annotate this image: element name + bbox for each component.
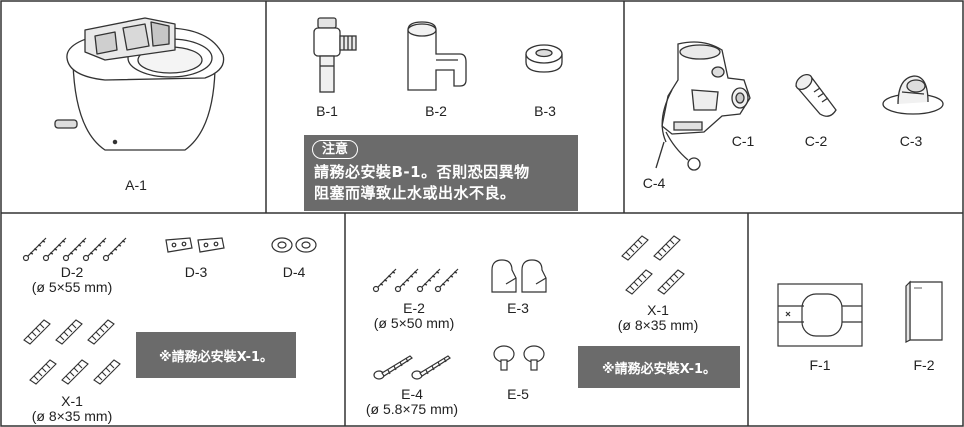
notice-line-1: 請務必安裝B-1。否則恐因異物 (314, 163, 530, 181)
part-size-e2: (ø 5×50 mm) (373, 315, 455, 331)
chain-c4-illustration (655, 131, 701, 171)
bolts-e5-illustration (493, 345, 545, 371)
part-label-d3: D-3 (184, 264, 208, 280)
notice-tag: 注意 (312, 140, 359, 159)
part-label-x1-left: X-1 (61, 393, 83, 409)
part-label-c2: C-2 (804, 133, 828, 149)
part-label-c3: C-3 (899, 133, 923, 149)
anchors-x1-right-illustration (621, 235, 685, 295)
part-size-e4: (ø 5.8×75 mm) (365, 401, 459, 417)
notice-text: 請務必安裝B-1。否則恐因異物 阻塞而導致止水或出水不良。 (314, 162, 530, 204)
cylinder-c2-illustration (795, 73, 837, 117)
caps-e3-illustration (491, 259, 547, 293)
part-label-c1: C-1 (731, 133, 755, 149)
part-label-e2: E-2 (403, 300, 425, 316)
part-label-e5: E-5 (507, 386, 529, 402)
part-size-x1-left: (ø 8×35 mm) (31, 408, 113, 424)
part-label-x1-right: X-1 (647, 302, 669, 318)
part-label-d4: D-4 (282, 264, 306, 280)
brackets-d3-illustration (165, 237, 225, 253)
notice-box: 注意 請務必安裝B-1。否則恐因異物 阻塞而導致止水或出水不良。 (304, 135, 578, 211)
anchors-x1-left-illustration (23, 319, 121, 385)
part-label-f1: F-1 (809, 357, 831, 373)
part-size-d2: (ø 5×55 mm) (31, 279, 113, 295)
part-label-b1: B-1 (316, 103, 338, 119)
part-label-a1: A-1 (125, 177, 147, 193)
flush-valve-c1-illustration (661, 41, 751, 143)
part-label-f2: F-2 (913, 357, 935, 373)
part-label-e3: E-3 (507, 300, 529, 316)
screws-d2-illustration (22, 237, 127, 262)
part-label-b2: B-2 (425, 103, 447, 119)
warning-box-left: ※請務必安裝X-1。 (136, 332, 296, 378)
part-label-e4: E-4 (401, 386, 423, 402)
warning-box-right: ※請務必安裝X-1。 (578, 346, 740, 388)
seal-c3-illustration (882, 75, 944, 115)
screws-e2-illustration (372, 268, 459, 293)
cover-b2-illustration (407, 21, 467, 91)
template-f1-illustration (777, 283, 863, 347)
notice-line-2: 阻塞而導致止水或出水不良。 (314, 184, 516, 202)
part-size-x1-right: (ø 8×35 mm) (617, 317, 699, 333)
toilet-body-illustration (54, 17, 225, 151)
part-label-b3: B-3 (534, 103, 556, 119)
washer-b3-illustration (525, 44, 563, 73)
manual-f2-illustration (905, 280, 943, 343)
part-label-c4: C-4 (642, 175, 666, 191)
valve-b1-illustration (313, 17, 357, 93)
screws-e4-illustration (373, 355, 451, 380)
part-label-d2: D-2 (60, 264, 84, 280)
washers-d4-illustration (271, 237, 317, 253)
